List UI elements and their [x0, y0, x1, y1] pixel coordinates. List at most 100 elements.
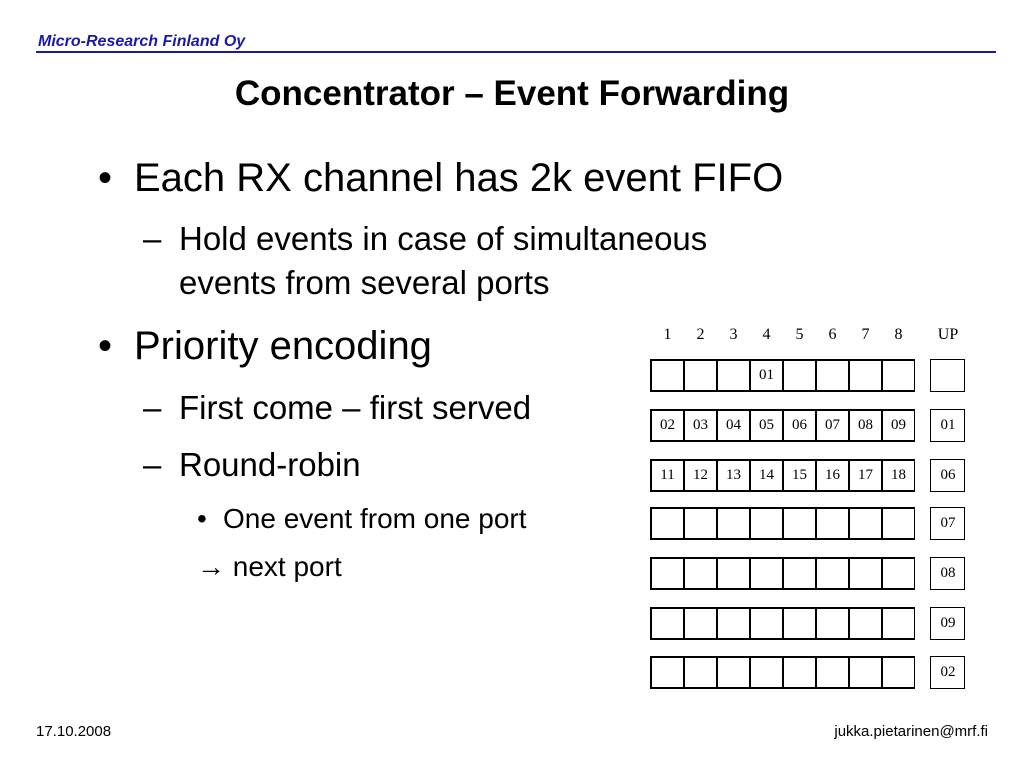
- upstream-frame: [930, 656, 965, 689]
- upstream-frame: [930, 459, 965, 492]
- column-header-4: 4: [762, 326, 771, 343]
- bullet-marker: •: [98, 156, 113, 200]
- bullet-2-sub-2-text: Round-robin: [179, 446, 361, 483]
- fifo-cell-row2-port4: 05: [750, 410, 783, 441]
- bullet-1-sub-1: –Hold events in case of simultaneous eve…: [143, 217, 707, 305]
- fifo-row-frame: [650, 409, 915, 442]
- bullet-2-sub-2-item-1: •One event from one port: [197, 502, 527, 536]
- bullet-marker: •: [98, 324, 113, 368]
- upstream-cell-row5: 08: [940, 565, 956, 581]
- fifo-cell-row1-port6: [816, 360, 849, 391]
- bullet-1-sub-1-text: Hold events in case of simultaneous: [179, 220, 708, 257]
- fifo-cell-row4-port5: [783, 508, 816, 539]
- fifo-cell-row3-port2: 12: [684, 460, 717, 491]
- fifo-cell-row5-port5: [783, 558, 816, 589]
- bullet-2-sub-2-item-1-text: One event from one port: [223, 503, 527, 534]
- fifo-cell-row2-port5: 06: [783, 410, 816, 441]
- fifo-cell-row7-port1: [651, 657, 684, 688]
- fifo-cell-row3-port8: 18: [882, 460, 915, 491]
- fifo-cell-row5-port1: [651, 558, 684, 589]
- fifo-cell-row5-port2: [684, 558, 717, 589]
- fifo-cell-row4-port3: [717, 508, 750, 539]
- column-header-2: 2: [696, 326, 705, 343]
- fifo-cell-row5-port8: [882, 558, 915, 589]
- fifo-row-frame: [650, 507, 915, 540]
- upstream-frame: [930, 557, 965, 590]
- fifo-cell-row7-port8: [882, 657, 915, 688]
- fifo-row-frame: [650, 459, 915, 492]
- fifo-cell-row7-port4: [750, 657, 783, 688]
- fifo-cell-row5-port6: [816, 558, 849, 589]
- column-header-3: 3: [729, 326, 738, 343]
- fifo-cell-row3-port1: 11: [651, 460, 684, 491]
- fifo-cell-row1-port5: [783, 360, 816, 391]
- upstream-frame: [930, 607, 965, 640]
- upstream-cell-row2: 01: [940, 417, 956, 433]
- fifo-row-frame: [650, 607, 915, 640]
- column-header-6: 6: [828, 326, 837, 343]
- upstream-frame: [930, 507, 965, 540]
- fifo-cell-row3-port7: 17: [849, 460, 882, 491]
- fifo-cell-row4-port2: [684, 508, 717, 539]
- fifo-cell-row2-port6: 07: [816, 410, 849, 441]
- fifo-cell-row1-port2: [684, 360, 717, 391]
- fifo-cell-row6-port5: [783, 608, 816, 639]
- fifo-cell-row6-port1: [651, 608, 684, 639]
- fifo-cell-row7-port7: [849, 657, 882, 688]
- bullet-1-text: Each RX channel has 2k event FIFO: [134, 156, 784, 200]
- fifo-cell-row1-port7: [849, 360, 882, 391]
- slide-title: Concentrator – Event Forwarding: [234, 74, 790, 113]
- bullet-1: • Each RX channel has 2k event FIFO: [98, 155, 783, 201]
- fifo-cell-row7-port6: [816, 657, 849, 688]
- company-name: Micro-Research Finland Oy: [38, 33, 246, 50]
- fifo-cell-row2-port1: 02: [651, 410, 684, 441]
- fifo-row-frame: [650, 557, 915, 590]
- dash-marker: –: [143, 446, 162, 483]
- upstream-cell-row3: 06: [940, 467, 956, 483]
- fifo-cell-row7-port5: [783, 657, 816, 688]
- fifo-cell-row2-port2: 03: [684, 410, 717, 441]
- fifo-cell-row6-port6: [816, 608, 849, 639]
- column-header-8: 8: [894, 326, 903, 343]
- fifo-cell-row4-port1: [651, 508, 684, 539]
- fifo-cell-row6-port2: [684, 608, 717, 639]
- fifo-cell-row2-port7: 08: [849, 410, 882, 441]
- fifo-cell-row2-port8: 09: [882, 410, 915, 441]
- upstream-frame: [930, 409, 965, 442]
- fifo-cell-row5-port3: [717, 558, 750, 589]
- fifo-cell-row1-port4: 01: [750, 360, 783, 391]
- fifo-cell-row4-port4: [750, 508, 783, 539]
- bullet-2-sub-1: –First come – first served: [143, 386, 531, 430]
- fifo-cell-row6-port4: [750, 608, 783, 639]
- fifo-cell-row4-port7: [849, 508, 882, 539]
- fifo-cell-row3-port3: 13: [717, 460, 750, 491]
- fifo-cell-row6-port3: [717, 608, 750, 639]
- bullet-1-sub-1-text-cont: events from several ports: [179, 264, 550, 301]
- column-header-1: 1: [663, 326, 672, 343]
- fifo-cell-row1-port1: [651, 360, 684, 391]
- footer-email: jukka.pietarinen@mrf.fi: [834, 723, 988, 740]
- fifo-cell-row6-port8: [882, 608, 915, 639]
- fifo-cell-row5-port4: [750, 558, 783, 589]
- bullet-2-sub-2-item-2: → next port: [197, 550, 342, 584]
- bullet-2-sub-2: –Round-robin: [143, 443, 361, 487]
- dash-marker: –: [143, 389, 162, 426]
- bullet-2: •Priority encoding: [98, 323, 432, 369]
- fifo-cell-row3-port5: 15: [783, 460, 816, 491]
- fifo-cell-row5-port7: [849, 558, 882, 589]
- fifo-row-frame: [650, 656, 915, 689]
- upstream-cell-row6: 09: [940, 615, 956, 631]
- upstream-cell-row1: [931, 360, 965, 391]
- column-header-5: 5: [795, 326, 804, 343]
- fifo-row-frame: [650, 359, 915, 392]
- upstream-frame: [930, 359, 965, 392]
- header-rule: [36, 51, 996, 53]
- bullet-2-sub-1-text: First come – first served: [179, 389, 532, 426]
- footer-date: 17.10.2008: [36, 723, 112, 740]
- column-header-up: UP: [937, 326, 959, 343]
- fifo-cell-row4-port6: [816, 508, 849, 539]
- fifo-cell-row3-port4: 14: [750, 460, 783, 491]
- fifo-cell-row7-port2: [684, 657, 717, 688]
- fifo-cell-row7-port3: [717, 657, 750, 688]
